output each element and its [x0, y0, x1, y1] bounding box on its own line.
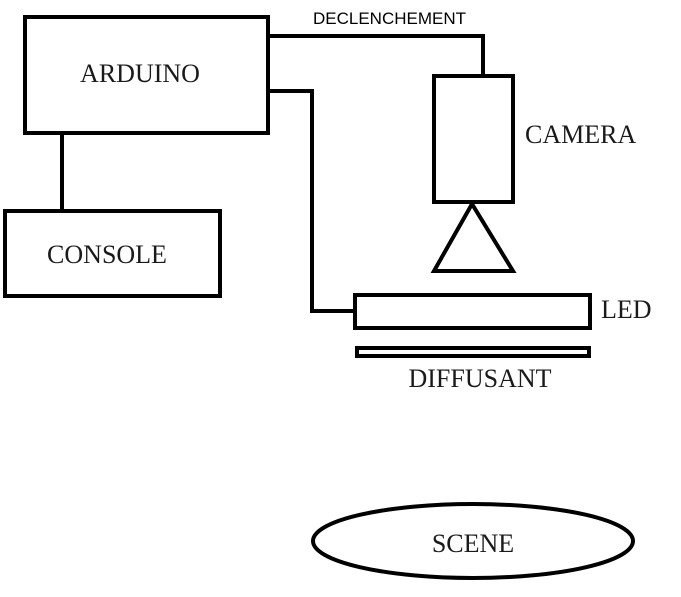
- arduino-label: ARDUINO: [80, 59, 200, 88]
- scene-label: SCENE: [432, 529, 514, 558]
- camera-lens: [430, 200, 517, 273]
- camera-label: CAMERA: [525, 120, 636, 149]
- camera-body: [432, 74, 515, 204]
- console-label: CONSOLE: [47, 240, 167, 269]
- declenchement-wire: [268, 34, 485, 76]
- console-box: [3, 209, 222, 298]
- led-bar: [353, 293, 592, 330]
- diffusant-label: DIFFUSANT: [408, 364, 551, 393]
- declenchement-label: DECLENCHEMENT: [313, 9, 466, 28]
- diffusant-strip: [355, 346, 591, 358]
- scene-ellipse: [311, 502, 635, 580]
- led-label: LED: [601, 295, 652, 324]
- led-power-wire: [268, 89, 355, 313]
- arduino-box: [23, 15, 270, 135]
